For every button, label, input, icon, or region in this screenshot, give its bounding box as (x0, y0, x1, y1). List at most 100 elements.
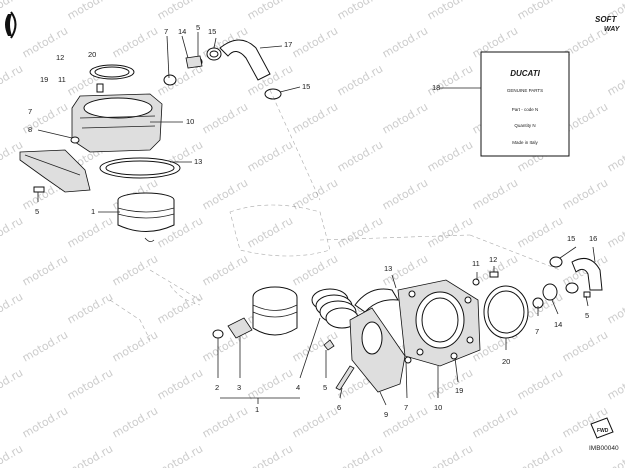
leader-lines (37, 32, 596, 406)
card-brand: DUCATI (510, 69, 540, 78)
watermark-text: motod.ru (110, 328, 160, 364)
watermark-text: motod.ru (200, 100, 250, 136)
watermark-text: motod.ru (380, 176, 430, 212)
watermark-text: motod.ru (425, 366, 475, 402)
watermark-text: motod.ru (335, 214, 385, 250)
callout-5-top: 5 (196, 23, 200, 32)
watermark-text: motod.ru (380, 100, 430, 136)
watermark-text: motod.ru (0, 290, 25, 326)
callout-19-bottom: 19 (455, 386, 463, 395)
callout-17: 17 (284, 40, 292, 49)
watermark-text: motod.ru (20, 252, 70, 288)
watermark-text: motod.ru (290, 100, 340, 136)
card-part-code: Part - code N (512, 107, 539, 112)
watermark-text: motod.ru (335, 138, 385, 174)
callout-9: 9 (384, 410, 388, 419)
watermark-text: motod.ru (605, 62, 625, 98)
callout-7-top: 7 (164, 27, 168, 36)
watermark-text: motod.ru (110, 24, 160, 60)
callout-19-top: 19 (40, 75, 48, 84)
callout-18: 18 (432, 83, 440, 92)
callout-20-top: 20 (88, 50, 96, 59)
watermark-text: motod.ru (155, 442, 205, 468)
watermark-text: motod.ru (155, 366, 205, 402)
watermark-text: motod.ru (560, 328, 610, 364)
fwd-tag-label: FWD (597, 428, 609, 434)
softway-line2: WAY (604, 26, 621, 33)
callout-14-top: 14 (178, 27, 186, 36)
watermark-text: motod.ru (605, 214, 625, 250)
watermark-text: motod.ru (515, 214, 565, 250)
watermark-text: motod.ru (290, 24, 340, 60)
callout-5-bottom: 5 (323, 383, 327, 392)
softway-line1: SOFT (595, 15, 617, 24)
callout-20-bottom: 20 (502, 357, 510, 366)
watermark-text: motod.ru (515, 0, 565, 23)
callout-7-bottom: 7 (404, 403, 408, 412)
callout-8: 8 (28, 125, 32, 134)
callout-15-right: 15 (567, 234, 575, 243)
watermark-text: motod.ru (335, 0, 385, 23)
watermark-text: motod.ru (110, 252, 160, 288)
right-hose-assembly (532, 256, 603, 309)
callout-11-bottom: 11 (472, 259, 480, 268)
watermark-text: motod.ru (245, 138, 295, 174)
watermark-text: motod.ru (605, 366, 625, 402)
watermark-text: motod.ru (110, 404, 160, 440)
watermark-text: motod.ru (65, 214, 115, 250)
card-title: GENUINE PARTS (507, 88, 543, 93)
callout-13-top: 13 (194, 157, 202, 166)
card-origin: Made in Italy (512, 140, 538, 145)
watermark-text: motod.ru (0, 62, 25, 98)
genuine-parts-card: DUCATI GENUINE PARTS Part - code N Quant… (480, 51, 570, 157)
watermark-text: motod.ru (245, 0, 295, 23)
watermark-text: motod.ru (20, 404, 70, 440)
callout-15-top-a: 15 (208, 27, 216, 36)
watermark-text: motod.ru (425, 442, 475, 468)
callout-13-bottom: 13 (384, 264, 392, 273)
watermark-text: motod.ru (200, 252, 250, 288)
watermark-text: motod.ru (0, 214, 25, 250)
watermark-text: motod.ru (605, 290, 625, 326)
callout-2: 2 (215, 383, 219, 392)
callout-10-top: 10 (186, 117, 194, 126)
watermark-text: motod.ru (335, 62, 385, 98)
watermark-text: motod.ru (20, 328, 70, 364)
watermark-text: motod.ru (290, 252, 340, 288)
callout-7-right: 7 (535, 327, 539, 336)
callout-3: 3 (237, 383, 241, 392)
watermark-text: motod.ru (470, 176, 520, 212)
watermark-text: motod.ru (380, 24, 430, 60)
callout-5-left: 5 (35, 207, 39, 216)
watermark-text: motod.ru (560, 176, 610, 212)
watermark-text: motod.ru (335, 442, 385, 468)
watermark-text: motod.ru (515, 366, 565, 402)
watermark-text: motod.ru (290, 176, 340, 212)
callout-12-bottom: 12 (489, 255, 497, 264)
softway-mark: SOFT WAY (595, 15, 621, 33)
callout-12: 12 (56, 53, 64, 62)
watermark-text: motod.ru (65, 290, 115, 326)
bottom-cylinder-assembly (212, 271, 529, 393)
watermark-text: motod.ru (65, 442, 115, 468)
watermark-text: motod.ru (245, 442, 295, 468)
callout-6: 6 (337, 403, 341, 412)
watermark-text: motod.ru (470, 404, 520, 440)
watermark-text: motod.ru (65, 0, 115, 23)
watermark-text: motod.ru (0, 442, 25, 468)
watermark-text: motod.ru (200, 404, 250, 440)
callout-10-bottom: 10 (434, 403, 442, 412)
brand-logo-icon (5, 11, 17, 39)
callout-1-top: 1 (91, 207, 95, 216)
drawing-code: IMB00040 (589, 445, 619, 452)
callout-1-bottom: 1 (255, 405, 259, 414)
watermark-text: motod.ru (425, 214, 475, 250)
watermark-text: motod.ru (425, 62, 475, 98)
top-cylinder-assembly (19, 64, 181, 242)
top-hose-assembly (163, 39, 282, 100)
watermark-text: motod.ru (65, 366, 115, 402)
watermark-text: motod.ru (515, 442, 565, 468)
callout-16: 16 (589, 234, 597, 243)
